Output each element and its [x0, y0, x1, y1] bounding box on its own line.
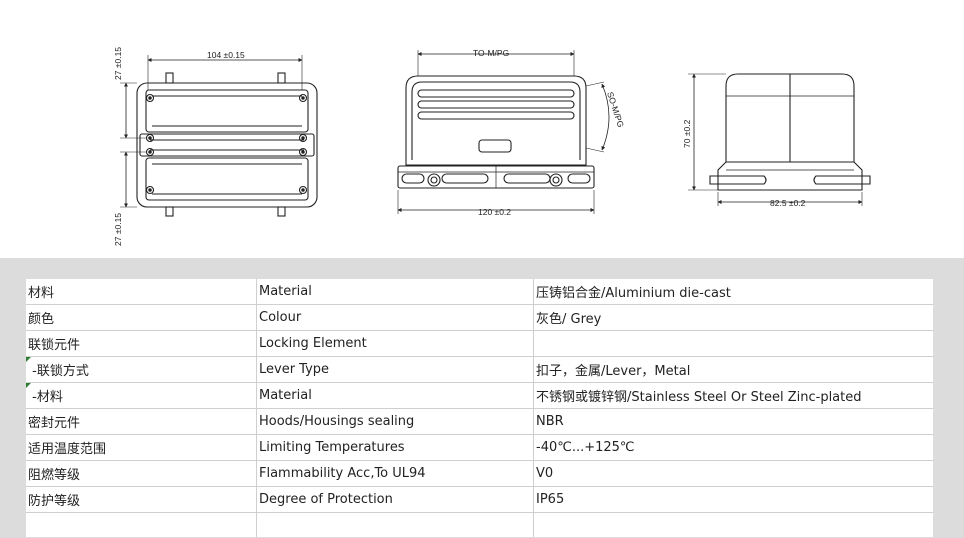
drawing-svg: 104 ±0.15 27 ±0.15 27 ±0.15	[113, 47, 871, 246]
front-view	[397, 50, 610, 214]
front-view-width-dim: 120 ±0.2	[478, 207, 511, 217]
comment-marker-icon	[26, 357, 31, 362]
spec-cell-cn: -材料	[26, 382, 257, 409]
spec-cell-cn: 阻燃等级	[26, 460, 257, 487]
spec-label-cn: 防护等级	[28, 494, 81, 509]
spec-label-cn: -材料	[28, 390, 63, 405]
spec-label-cn: 颜色	[28, 312, 55, 327]
spec-value: 扣子，金属/Lever，Metal	[533, 356, 933, 383]
spec-cell-cn: -联锁方式	[26, 356, 257, 383]
spec-value: IP65	[533, 486, 933, 513]
top-view-top-dim: 27 ±0.15	[113, 47, 123, 80]
side-view	[688, 73, 871, 206]
spec-label-en: Colour	[256, 304, 534, 331]
spec-cell-cn: 适用温度范围	[26, 434, 257, 461]
spec-label-en: Locking Element	[256, 330, 534, 357]
spec-row: 适用温度范围 Limiting Temperatures-40℃...+125℃	[26, 434, 933, 461]
spec-value: 不锈钢或镀锌钢/Stainless Steel Or Steel Zinc-pl…	[533, 382, 933, 409]
spec-value: -40℃...+125℃	[533, 434, 933, 461]
spec-row	[26, 512, 934, 538]
spec-cell-cn: 联锁元件	[26, 330, 257, 357]
front-view-side-label: SO-M/PG	[605, 91, 626, 129]
comment-marker-icon	[26, 383, 31, 388]
spec-value: V0	[533, 460, 933, 487]
spec-label-cn: 适用温度范围	[28, 442, 107, 457]
side-view-height-dim: 70 ±0.2	[682, 119, 692, 148]
spec-value	[534, 513, 934, 538]
spec-label-cn: 材料	[28, 286, 55, 301]
technical-drawing: 104 ±0.15 27 ±0.15 27 ±0.15	[0, 0, 964, 258]
spec-label-en: Flammability Acc,To UL94	[256, 460, 534, 487]
spec-label-en	[256, 512, 534, 537]
spec-label-en: Limiting Temperatures	[256, 434, 534, 461]
spec-value	[533, 330, 933, 357]
front-view-top-label: TO-M/PG	[473, 48, 509, 58]
spec-label-cn: 阻燃等级	[28, 468, 81, 483]
spec-label-en: Hoods/Housings sealing	[256, 408, 534, 435]
spec-cell-cn: 密封元件	[26, 408, 257, 435]
top-view	[120, 55, 318, 217]
spec-cell-cn: 防护等级	[26, 486, 257, 513]
spec-label-en: Lever Type	[256, 356, 534, 383]
side-view-width-dim: 82.5 ±0.2	[770, 198, 806, 208]
spec-cell-cn: 材料	[26, 279, 257, 305]
spec-value: NBR	[533, 408, 933, 435]
spec-label-cn: 联锁元件	[28, 338, 81, 353]
top-view-bottom-dim: 27 ±0.15	[113, 213, 123, 246]
spec-label-en: Degree of Protection	[256, 486, 534, 513]
spec-label-en: Material	[256, 279, 534, 305]
spec-label-en: Material	[256, 382, 534, 409]
spec-value: 压铸铝合金/Aluminium die-cast	[533, 279, 933, 305]
spec-label-cn: -联锁方式	[28, 364, 89, 379]
top-view-width-dim: 104 ±0.15	[207, 50, 245, 60]
spec-row: 联锁元件 Locking Element	[26, 330, 933, 357]
spec-cell-cn	[26, 512, 257, 537]
spec-cell-cn: 颜色	[26, 304, 257, 331]
spec-label-cn: 密封元件	[28, 416, 81, 431]
spec-value: 灰色/ Grey	[533, 304, 933, 331]
